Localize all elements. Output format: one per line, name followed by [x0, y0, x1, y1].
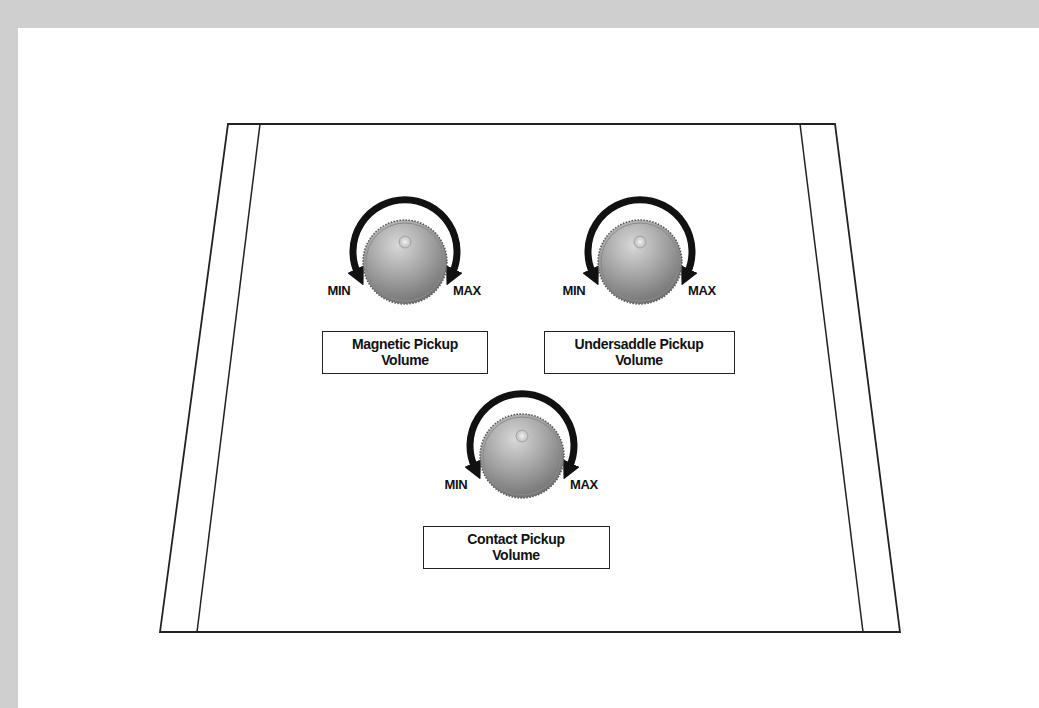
range-label: MAX	[688, 284, 716, 298]
panel-outline	[160, 124, 900, 632]
panel-edge	[800, 124, 863, 632]
range-label: MAX	[453, 284, 481, 298]
grey-band	[0, 0, 18, 708]
label-box: Undersaddle Pickup Volume	[544, 331, 735, 374]
range-label: MAX	[570, 478, 598, 492]
knob-indicator	[399, 236, 411, 248]
volume-knob	[480, 414, 564, 498]
knob-rim	[366, 223, 444, 301]
range-label: MIN	[445, 478, 468, 492]
knob-indicator	[516, 430, 528, 442]
knob-label: Contact Pickup Volume	[446, 531, 586, 563]
label-box: Contact Pickup Volume	[423, 526, 610, 569]
knob-rim	[483, 417, 561, 495]
panel-edge	[197, 124, 260, 632]
knob-label: Magnetic Pickup Volume	[330, 336, 480, 368]
volume-knob	[598, 220, 682, 304]
volume-knob	[363, 220, 447, 304]
grey-band	[0, 0, 1039, 28]
knob-rim	[601, 223, 679, 301]
range-label: MIN	[328, 284, 351, 298]
knob-indicator	[634, 236, 646, 248]
range-label: MIN	[563, 284, 586, 298]
knob-label: Undersaddle Pickup Volume	[557, 336, 722, 368]
label-box: Magnetic Pickup Volume	[322, 331, 488, 374]
